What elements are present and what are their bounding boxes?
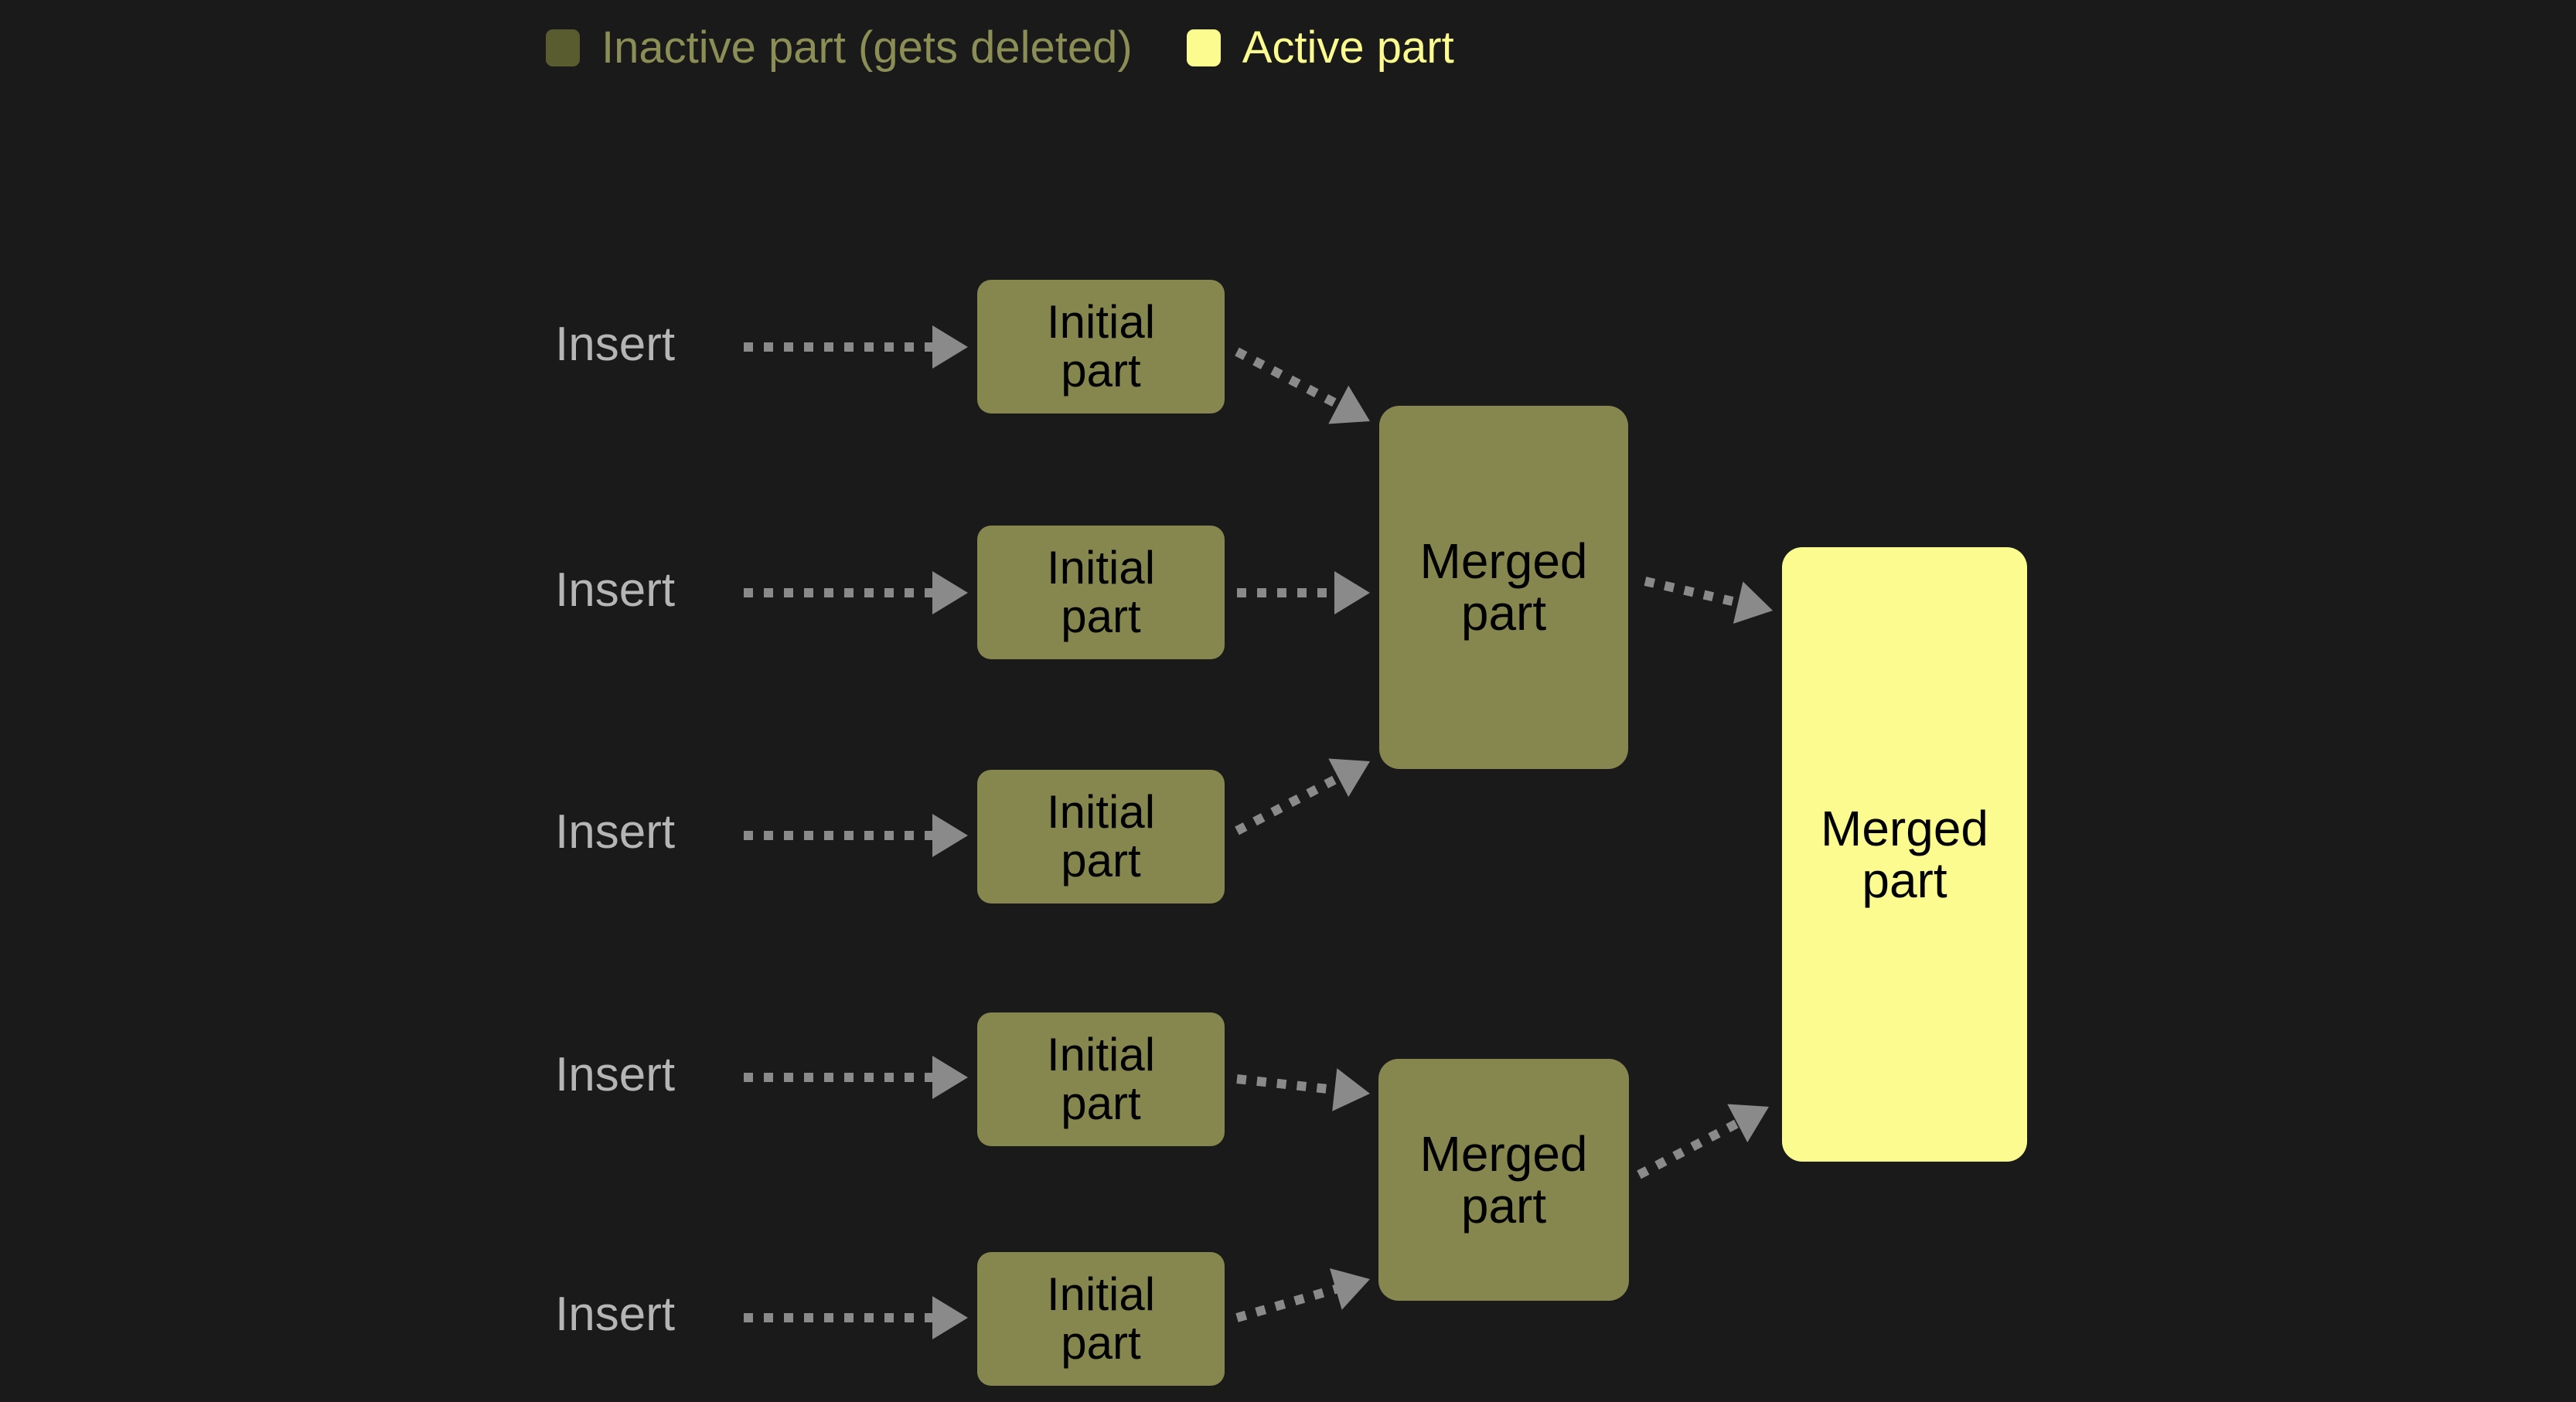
node-label-line1: Merged <box>1821 800 1988 856</box>
node-label-line1: Initial <box>1046 542 1156 594</box>
legend-item-active: Active part <box>1186 22 1454 73</box>
arrow-insert-5-to-initial-5 <box>744 1296 968 1339</box>
node-label-line1: Initial <box>1046 1029 1156 1081</box>
node-label-line2: part <box>1061 590 1141 642</box>
arrow-insert-1-to-initial-1 <box>744 325 968 369</box>
legend-item-inactive: Inactive part (gets deleted) <box>546 26 1133 70</box>
arrow-initial-1-to-merged-top <box>1235 347 1370 424</box>
node-label-line1: Merged <box>1419 533 1588 590</box>
arrow-head-icon <box>1727 1104 1769 1143</box>
arrow-head-icon <box>932 1056 968 1099</box>
legend: Inactive part (gets deleted) Active part <box>546 22 1454 74</box>
arrow-head-icon <box>1332 1068 1370 1111</box>
arrow-merged-top-to-merged-active <box>1644 577 1773 624</box>
arrow-head-icon <box>1330 1268 1370 1310</box>
arrow-head-icon <box>932 325 968 369</box>
node-label-line2: part <box>1460 1177 1547 1234</box>
legend-swatch-inactive-icon <box>546 29 580 66</box>
insert-label: Insert <box>555 805 676 859</box>
insert-label: Insert <box>555 1048 676 1101</box>
arrow-shaft <box>1235 1283 1341 1322</box>
arrow-head-icon <box>1328 758 1370 798</box>
arrow-insert-4-to-initial-4 <box>744 1056 968 1099</box>
node-label-line1: Initial <box>1046 786 1156 839</box>
arrow-insert-2-to-initial-2 <box>744 571 968 614</box>
node-label-line1: Initial <box>1046 1268 1156 1321</box>
legend-label-inactive: Inactive part (gets deleted) <box>601 22 1133 73</box>
arrow-head-icon <box>1334 571 1370 614</box>
insert-label: Insert <box>555 1288 676 1341</box>
arrow-shaft <box>1644 577 1743 608</box>
insert-label: Insert <box>555 318 676 371</box>
node-label-line1: Merged <box>1419 1125 1588 1182</box>
arrow-shaft <box>1235 347 1344 410</box>
arrow-head-icon <box>932 814 968 857</box>
arrow-head-icon <box>932 571 968 614</box>
arrow-initial-4-to-merged-bottom <box>1236 1068 1370 1111</box>
legend-label-active: Active part <box>1242 22 1454 73</box>
node-label-line2: part <box>1061 834 1141 886</box>
node-label-line2: part <box>1061 1316 1141 1369</box>
arrow-merged-bottom-to-merged-active <box>1637 1104 1769 1179</box>
arrow-initial-5-to-merged-bottom <box>1235 1268 1370 1322</box>
node-label-line2: part <box>1061 1077 1141 1129</box>
arrow-head-icon <box>1733 581 1773 624</box>
arrow-head-icon <box>932 1296 968 1339</box>
arrow-head-icon <box>1328 385 1370 424</box>
arrow-insert-3-to-initial-3 <box>744 814 968 857</box>
insert-label: Insert <box>555 563 676 617</box>
arrow-initial-3-to-merged-top <box>1235 758 1370 835</box>
arrow-initial-2-to-merged-top <box>1237 571 1370 614</box>
node-label-line2: part <box>1061 344 1141 396</box>
node-label-line2: part <box>1460 585 1547 641</box>
legend-swatch-active-icon <box>1186 29 1221 66</box>
arrow-shaft <box>1637 1118 1743 1179</box>
node-label-line2: part <box>1862 852 1947 908</box>
arrow-shaft <box>1235 772 1344 835</box>
node-label-line1: Initial <box>1046 296 1156 349</box>
arrow-shaft <box>1236 1074 1338 1095</box>
